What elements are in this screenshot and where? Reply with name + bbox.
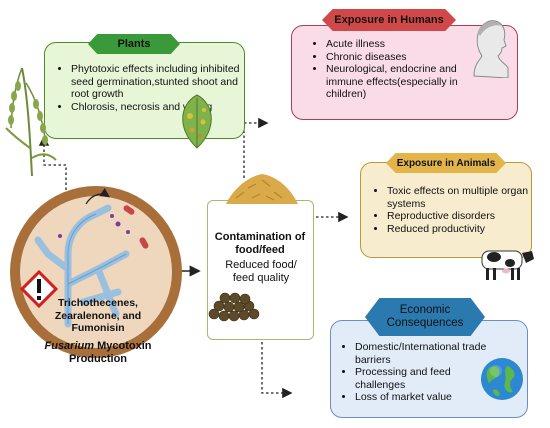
- humans-item: Acute illness: [326, 38, 486, 51]
- humans-title: Exposure in Humans: [334, 14, 444, 26]
- exclamation-hazard-icon: [19, 269, 59, 309]
- source-label: Mycotoxin Production: [68, 340, 152, 365]
- cow-icon: [481, 250, 534, 280]
- arrow-to-plants: [38, 135, 67, 190]
- animals-item: Reduced productivity: [387, 223, 542, 236]
- contamination-subtitle: Reduced food/ feed quality: [225, 259, 297, 284]
- humans-item: Neurological, endocrine and immune effec…: [326, 63, 486, 101]
- arrow-to-economic: [261, 342, 293, 399]
- leaf-icon: [182, 94, 212, 149]
- human-head-icon: [473, 20, 509, 78]
- humans-header: Exposure in Humans: [322, 9, 456, 31]
- economic-title: Economic Consequences: [386, 304, 464, 329]
- source-caption: Fusarium Mycotoxin Production: [38, 340, 158, 366]
- source-toxins: Trichothecenes, Zearalenone, and Fumonis…: [54, 297, 142, 334]
- fusarium-source-ring: [10, 186, 182, 358]
- economic-header: Economic Consequences: [365, 298, 485, 336]
- animals-item: Toxic effects on multiple organ systems: [387, 185, 542, 210]
- feed-pellets-icon: [208, 292, 260, 322]
- animals-title: Exposure in Animals: [396, 157, 496, 169]
- economic-item: Processing and feed challenges: [355, 366, 490, 391]
- globe-icon: [481, 358, 523, 400]
- animals-box: Toxic effects on multiple organ systems …: [360, 162, 532, 258]
- wheat-plant-icon: [5, 67, 57, 177]
- humans-list: Acute illness Chronic diseases Neurologi…: [310, 38, 486, 101]
- economic-list: Domestic/International trade barriers Pr…: [339, 341, 490, 404]
- source-genus: Fusarium: [44, 340, 95, 352]
- economic-item: Loss of market value: [355, 391, 490, 404]
- contamination-title: Contamination of food/feed: [214, 231, 306, 256]
- plants-list: Phytotoxic effects including inhibited s…: [55, 63, 246, 113]
- plants-header: Plants: [88, 34, 180, 54]
- animals-list: Toxic effects on multiple organ systems …: [371, 185, 542, 235]
- animals-item: Reproductive disorders: [387, 210, 542, 223]
- plants-item: Phytotoxic effects including inhibited s…: [71, 63, 246, 101]
- plants-title: Plants: [117, 38, 151, 50]
- plants-box: Phytotoxic effects including inhibited s…: [44, 42, 245, 139]
- animals-header: Exposure in Animals: [386, 153, 506, 173]
- plants-item: Chlorosis, necrosis and wilting: [71, 101, 246, 114]
- grain-pile-icon: [226, 174, 298, 204]
- humans-item: Chronic diseases: [326, 51, 486, 64]
- economic-item: Domestic/International trade barriers: [355, 341, 490, 366]
